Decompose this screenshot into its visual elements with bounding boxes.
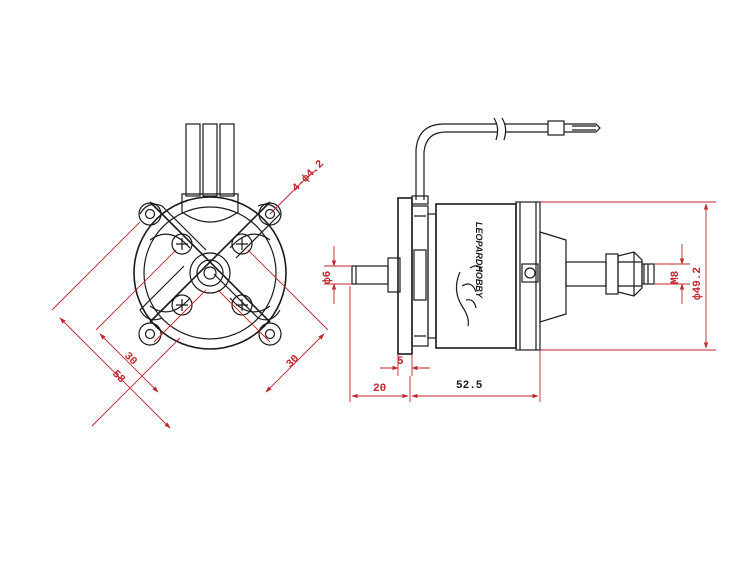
dim-flange-label: 5 <box>397 356 404 368</box>
side-dimensions: ф6 5 20 52.5 M8 ф49.2 <box>321 201 716 402</box>
screw-top-right <box>231 233 253 255</box>
motor-face <box>133 196 287 350</box>
shaft <box>351 257 401 293</box>
dim-shaft-dia-label: ф6 <box>321 271 334 284</box>
screw-top-left <box>171 233 193 255</box>
motor-cable <box>411 117 601 205</box>
front-dimensions: 4-ф4.2 58 30 30 <box>51 158 329 429</box>
dim-shaft-len-label: 20 <box>373 383 386 395</box>
dim-30-right-label: 30 <box>284 353 302 371</box>
dim-thread-label: M8 <box>670 270 682 284</box>
front-view: 4-ф4.2 58 30 30 <box>51 123 329 429</box>
dim-body-len-label: 52.5 <box>456 380 483 392</box>
lead-wires <box>181 123 239 223</box>
dim-body-dia-label: ф49.2 <box>691 267 704 300</box>
screws <box>171 233 253 316</box>
prop-adapter <box>565 251 655 297</box>
mount-flange <box>397 197 437 355</box>
hole-spec-label: 4-ф4.2 <box>290 158 327 195</box>
dim-30-left-label: 30 <box>121 350 139 368</box>
cross-mount <box>138 201 282 346</box>
screw-bottom-right <box>231 294 253 316</box>
brand-logo: LEOPARDHOBBY <box>455 222 484 327</box>
screw-bottom-left <box>171 294 193 316</box>
brand-text: LEOPARDHOBBY <box>474 222 484 299</box>
motor-can: LEOPARDHOBBY <box>435 201 567 351</box>
dim-58-label: 58 <box>109 368 127 386</box>
side-view: LEOPARDHOBBY ф6 5 20 <box>321 117 716 402</box>
